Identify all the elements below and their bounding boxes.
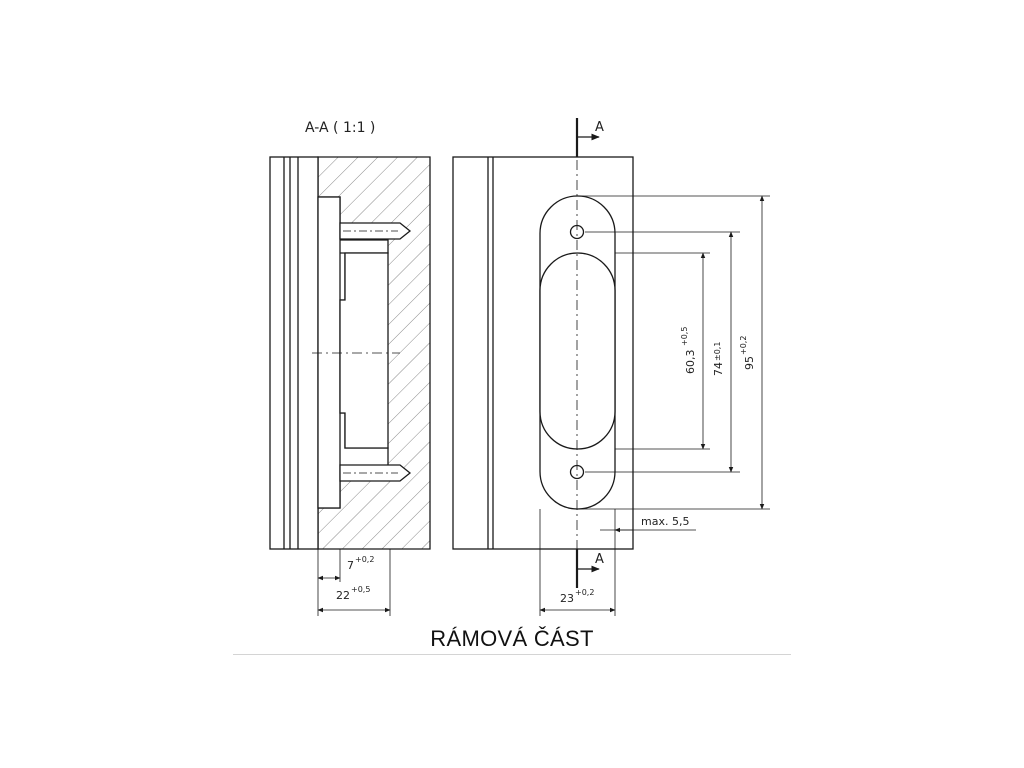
screw-bottom: [339, 464, 412, 482]
dim-95-value: 95: [743, 356, 756, 370]
section-title: A-A ( 1:1 ): [305, 120, 375, 136]
section-marker-top: [575, 118, 600, 157]
dim-95-label: 95 +0,2: [739, 336, 756, 370]
section-marker-bottom: [575, 549, 600, 588]
dim-depth-7: [317, 549, 391, 616]
section-marker-top-label: A: [595, 120, 604, 135]
dim-74-tolerance: ±0,1: [713, 342, 722, 361]
dim-95-tolerance: +0,2: [739, 336, 748, 355]
hinge-flange: [317, 196, 341, 509]
caption-divider: [233, 654, 791, 655]
extension-lines: [577, 195, 770, 510]
hinge-inner-body: [539, 252, 616, 450]
dim-60-label: 60,3 +0,5: [680, 327, 697, 374]
dim-22-tolerance: +0,5: [351, 585, 370, 594]
dim-23-tolerance: +0,2: [575, 588, 594, 597]
dim-7-tolerance: +0,2: [355, 555, 374, 564]
dim-74-label: 74 ±0,1: [712, 342, 725, 376]
dim-7-value: 7: [347, 559, 354, 572]
section-marker-bottom-label: A: [595, 552, 604, 567]
leaf-outer-plate: [269, 156, 319, 550]
dim-22-value: 22: [336, 589, 350, 602]
hinge-body: [339, 252, 389, 449]
front-view: A A 23 +0,2 max. 5,5: [452, 118, 770, 616]
screw-top: [339, 222, 412, 240]
dim-60-tolerance: +0,5: [680, 327, 689, 346]
section-view: A-A ( 1:1 ) 7 +0,2: [269, 120, 431, 616]
dim-60-value: 60,3: [684, 350, 697, 375]
dim-23-value: 23: [560, 592, 574, 605]
dim-max-value: max. 5,5: [641, 515, 689, 528]
dim-74-value: 74: [712, 362, 725, 376]
dim-width-23: [539, 509, 616, 616]
drawing-caption: RÁMOVÁ ČÁST: [430, 626, 594, 651]
